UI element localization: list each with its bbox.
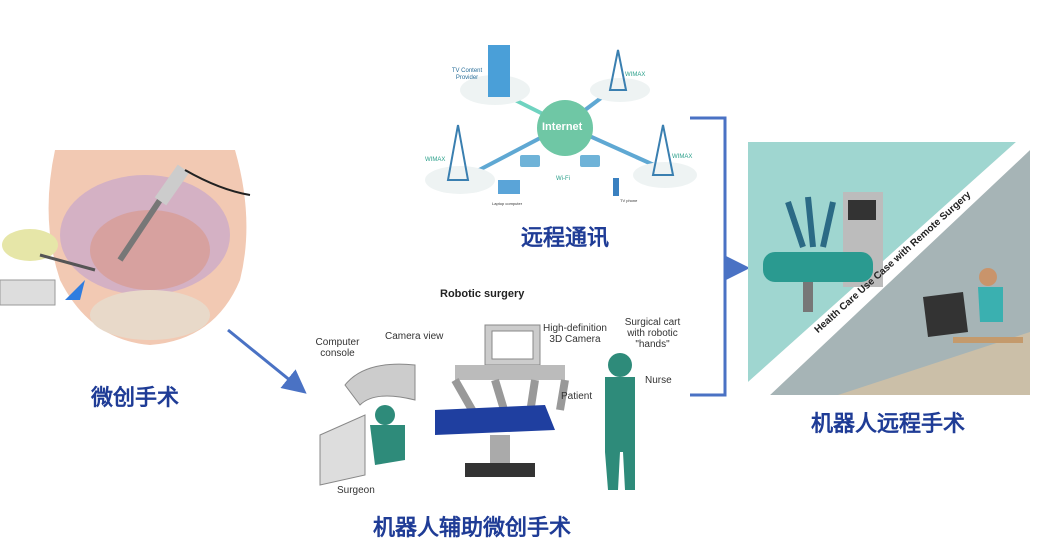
cart-label: Surgical cart with robotic "hands"	[624, 317, 681, 350]
camera-view-label: Camera view	[385, 331, 444, 342]
wimax-label-3: WIMAX	[672, 154, 693, 160]
phone-label: TV phone	[620, 198, 638, 203]
wimax-label-2: WIMAX	[425, 157, 446, 163]
tv-provider-label: TV Content Provider	[451, 68, 483, 81]
internet-label: Internet	[542, 121, 583, 133]
laptop-label: Laptop computer	[492, 201, 523, 206]
label-remote-communication: 远程通讯	[520, 226, 610, 251]
label-minimally-invasive: 微创手术	[90, 386, 180, 411]
nurse-label: Nurse	[645, 375, 672, 386]
minimally-invasive-image	[0, 140, 265, 345]
network-image: Internet TV Content Provider WIMAX WIMAX…	[420, 30, 705, 210]
arrow-to-robotic	[227, 328, 307, 394]
label-robot-assisted: 机器人辅助微创手术	[372, 516, 572, 541]
remote-surgery-image: Health Care Use Case with Remote Surgery	[748, 142, 1030, 395]
robotic-surgery-image: Robotic surgery Computer console Camera …	[305, 285, 690, 500]
patient-label: Patient	[561, 391, 593, 402]
label-robot-remote: 机器人远程手术	[810, 412, 966, 437]
robotic-title: Robotic surgery	[440, 288, 525, 300]
wimax-label-1: WIMAX	[625, 72, 646, 78]
wifi-label: Wi-Fi	[556, 176, 570, 182]
computer-console-label: Computer console	[315, 337, 360, 359]
bracket	[690, 116, 727, 397]
surgeon-label: Surgeon	[337, 485, 375, 496]
camera-label: High-definition 3D Camera	[543, 323, 607, 345]
